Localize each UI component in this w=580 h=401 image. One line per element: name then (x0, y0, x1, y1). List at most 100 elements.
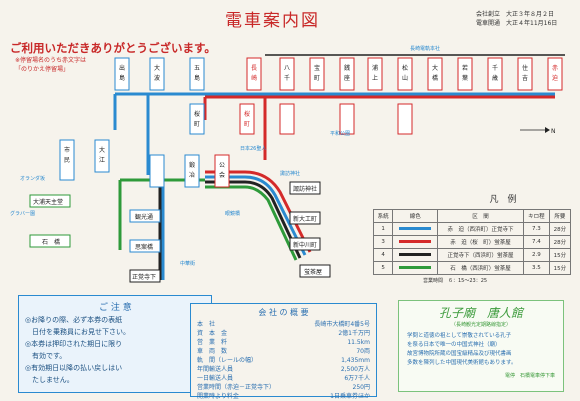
svg-text:長: 長 (251, 65, 257, 72)
svg-text:平和公園: 平和公園 (330, 130, 350, 137)
legend-num: 1 (372, 222, 394, 236)
museum-body: 学問と道徳の祖として崇敬されている孔子 を祭る日本で唯一の中国式神社（廟） 故宮… (407, 332, 555, 368)
svg-text:歳: 歳 (492, 74, 498, 82)
company-row: 年間輸送人員 2,500万人 (197, 365, 370, 374)
red-line-swatch (399, 240, 432, 243)
svg-text:八: 八 (284, 65, 290, 72)
svg-text:桜: 桜 (244, 110, 250, 118)
legend-time: 28分 (548, 222, 572, 236)
legend-route: 石 橋（西浜町）蛍茶屋 (437, 261, 524, 275)
welcome-message: ご利用いただきありがとうございます。 (10, 41, 216, 55)
legend-swatch-cell (392, 261, 439, 275)
company-key: 営 業 粁 (197, 339, 228, 346)
svg-text:民: 民 (64, 157, 70, 164)
company-key: 一日輸送人員 (197, 375, 234, 382)
svg-text:大: 大 (99, 146, 105, 154)
svg-text:眼鏡橋: 眼鏡橋 (225, 210, 240, 217)
legend-header: 系統 (372, 209, 394, 223)
legend-row: 5 石 橋（西浜町）蛍茶屋 3.5 15分 (372, 261, 572, 275)
svg-text:公: 公 (219, 162, 225, 169)
svg-text:新大工町: 新大工町 (293, 215, 317, 223)
svg-text:諏訪神社: 諏訪神社 (293, 185, 317, 193)
svg-text:諏訪神社: 諏訪神社 (280, 170, 300, 177)
legend-header: 区 間 (437, 209, 524, 223)
svg-text:出: 出 (119, 64, 125, 72)
legend-title: 凡 例 (489, 195, 517, 205)
legend-header: 線色 (392, 209, 439, 223)
company-value: 11.5km (347, 339, 370, 346)
legend-km: 2.9 (522, 248, 550, 262)
notice-line: たしません。 (25, 376, 74, 384)
transfer-note-line: ※停留場名のうち赤文字は (15, 57, 87, 64)
svg-text:吉: 吉 (522, 75, 528, 82)
company-title: 会 社 の 概 要 (258, 308, 309, 317)
svg-text:五: 五 (194, 65, 200, 72)
company-key: 車 両 数 (197, 348, 228, 355)
legend-swatch-cell (392, 222, 439, 236)
established-date: 会社創立 大正３年８月２日 (476, 11, 555, 18)
legend-route: 赤 迫（桜 町）蛍茶屋 (437, 235, 524, 249)
svg-text:座: 座 (344, 74, 350, 82)
company-key: 年間輸送人員 (197, 366, 234, 373)
svg-text:赤: 赤 (552, 65, 558, 72)
svg-text:大: 大 (432, 64, 438, 72)
company-value: 250円 (352, 384, 370, 391)
museum-title: 孔子廟 唐人館 (438, 306, 523, 320)
legend-swatch-cell (392, 235, 439, 249)
company-value: 2,500万人 (340, 366, 370, 373)
blue-line-swatch (399, 227, 432, 230)
company-value: 長崎市大橋町4番5号 (314, 321, 370, 328)
svg-text:新中川町: 新中川町 (293, 241, 317, 249)
museum-line: 故宮博物院所蔵の国宝級精品及び現代書画 (407, 351, 512, 357)
company-key: 開業時より料金 (197, 393, 239, 400)
legend-table: 系統 線色 区 間 キロ程 所要 1 赤 迫（西浜町）正覚寺下 7.3 28分 … (372, 209, 572, 275)
legend-time: 15分 (548, 261, 572, 275)
operating-hours: 営業時間 ６：15～23：25 (423, 278, 488, 284)
company-value: 70両 (356, 348, 370, 355)
notice-line: ◎有効期日以降の払い戻しはい (25, 364, 123, 372)
svg-text:崎: 崎 (251, 74, 257, 82)
svg-text:住: 住 (522, 64, 528, 72)
svg-text:グラバー園: グラバー園 (10, 210, 35, 217)
legend-route: 赤 迫（西浜町）正覚寺下 (437, 222, 524, 236)
svg-text:町: 町 (314, 75, 320, 82)
legend-header: 所要 (548, 209, 572, 223)
svg-text:浦: 浦 (372, 64, 378, 72)
legend-row: 3 赤 迫（桜 町）蛍茶屋 7.4 28分 (372, 235, 572, 249)
svg-text:中華街: 中華街 (180, 260, 195, 267)
black-line-swatch (399, 253, 432, 256)
legend-km: 7.4 (522, 235, 550, 249)
company-value: 1,435mm (341, 357, 370, 364)
svg-text:大: 大 (154, 64, 160, 72)
legend-time: 15分 (548, 248, 572, 262)
legend-route: 正覚寺下（西浜町）蛍茶屋 (437, 248, 524, 262)
notice-body: ◎お降りの際、必ず本券の表紙 日付を乗務員にお見せ下さい。 ◎本券は押印された期… (25, 314, 130, 386)
museum-ad: 孔子廟 唐人館 （長崎観光定期路線指定） 学問と道徳の祖として崇敬されている孔子… (398, 300, 564, 392)
svg-text:銭: 銭 (344, 64, 350, 72)
transfer-note-line: 「のりかえ停留場」 (15, 66, 70, 73)
legend-row: 4 正覚寺下（西浜町）蛍茶屋 2.9 15分 (372, 248, 572, 262)
legend-row: 1 赤 迫（西浜町）正覚寺下 7.3 28分 (372, 222, 572, 236)
company-value: 2億1千万円 (338, 330, 370, 337)
svg-text:冶: 冶 (189, 171, 195, 179)
svg-text:橋: 橋 (432, 74, 438, 82)
svg-text:オランダ坂: オランダ坂 (20, 175, 45, 182)
company-key: 営業時間（赤迫－正覚寺下） (197, 384, 276, 391)
svg-text:正覚寺下: 正覚寺下 (132, 273, 156, 281)
svg-text:島: 島 (119, 74, 125, 82)
company-row: 開業時より料金 1日乗車券ほか (197, 392, 370, 401)
legend-time: 28分 (548, 235, 572, 249)
svg-text:島: 島 (194, 74, 200, 82)
company-value: 1日乗車券ほか (330, 393, 370, 400)
company-row: 営業時間（赤迫－正覚寺下） 250円 (197, 383, 370, 392)
museum-line: を祭る日本で唯一の中国式神社（廟） (407, 342, 501, 348)
company-key: 本 社 (197, 321, 216, 328)
svg-text:蛍茶屋: 蛍茶屋 (304, 268, 322, 276)
svg-text:若: 若 (462, 64, 468, 72)
legend-km: 3.5 (522, 261, 550, 275)
company-row: 車 両 数 70両 (197, 347, 370, 356)
svg-text:鍛: 鍛 (189, 161, 195, 169)
